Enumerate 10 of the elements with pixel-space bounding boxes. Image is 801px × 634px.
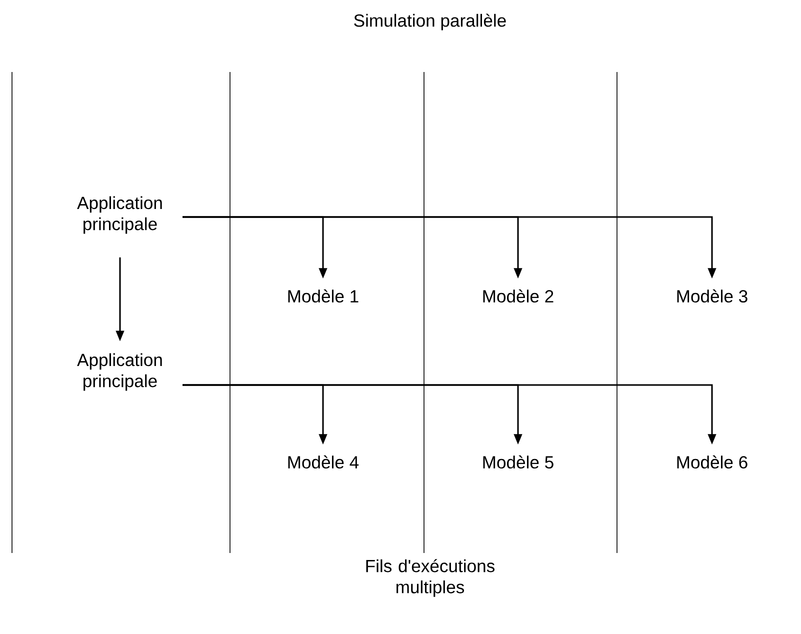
model-label: Modèle 2 — [483, 289, 554, 303]
model-label: Modèle 6 — [677, 455, 748, 469]
model-label: Modèle 5 — [483, 455, 554, 469]
process-label: Application principale — [77, 353, 162, 391]
model-label: Modèle 1 — [288, 289, 358, 303]
model-label: Modèle 3 — [677, 289, 748, 303]
title: Simulation parallèle — [354, 14, 506, 30]
caption: Fils d'exécutions multiples — [366, 559, 494, 597]
process-label: Application principale — [77, 196, 162, 234]
model-label: Modèle 4 — [288, 455, 359, 469]
